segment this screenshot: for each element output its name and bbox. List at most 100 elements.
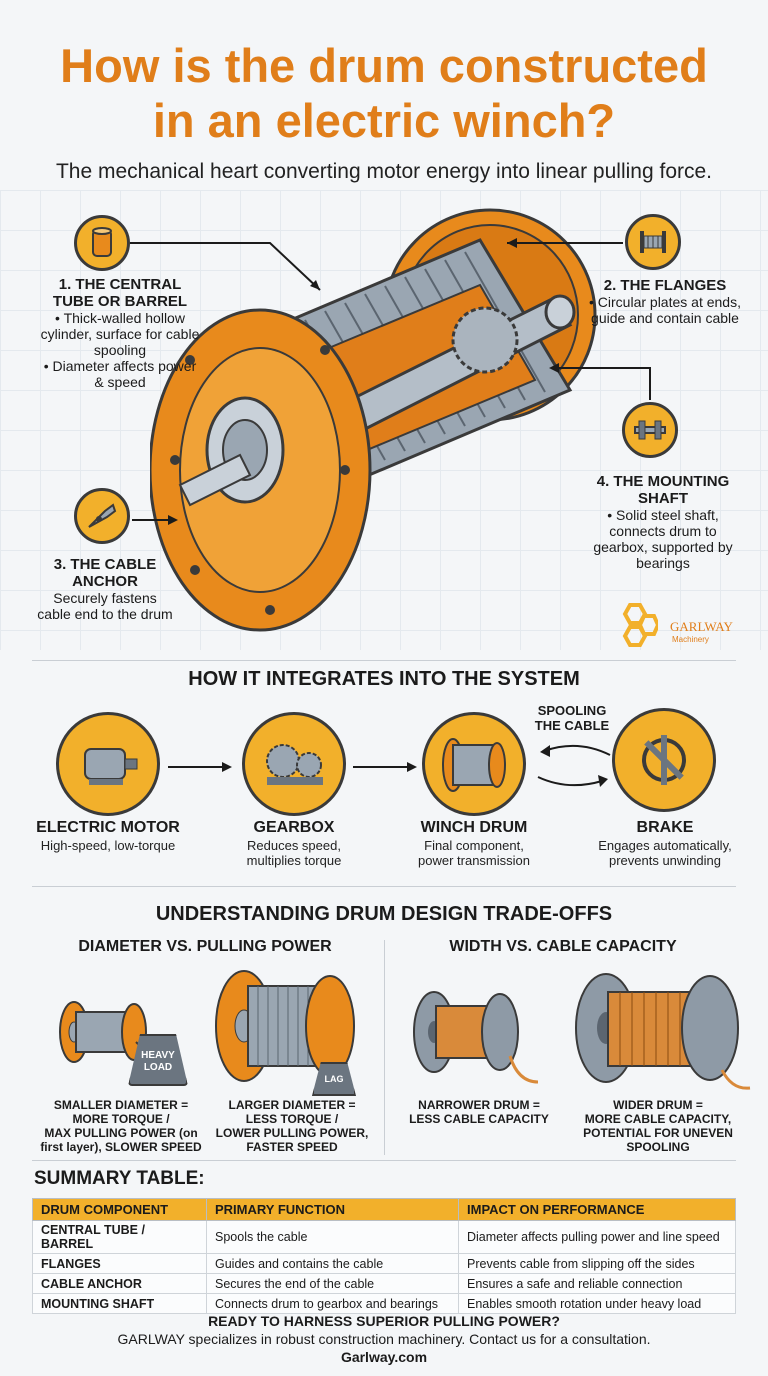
shaft-icon	[622, 402, 678, 458]
caption-narrower-drum: NARROWER DRUM = LESS CABLE CAPACITY	[404, 1098, 554, 1126]
table-header-row: DRUM COMPONENT PRIMARY FUNCTION IMPACT O…	[32, 1198, 736, 1221]
caption-l2: LESS TORQUE /	[245, 1112, 339, 1126]
drum-cutaway-illustration	[150, 208, 597, 632]
flow-step-title: BRAKE	[636, 819, 694, 836]
callout-tube-heading-l1: 1. THE CENTRAL	[58, 276, 182, 293]
heavy-load-l2: LOAD	[143, 1062, 173, 1073]
brand-tag: Machinery	[672, 635, 709, 644]
spooling-label-l1: SPOOLING	[537, 703, 607, 718]
table-cell: Guides and contains the cable	[206, 1253, 459, 1274]
table-cell: Prevents cable from slipping off the sid…	[458, 1253, 736, 1274]
caption-l2: MORE TORQUE /	[72, 1112, 170, 1126]
table-row: MOUNTING SHAFT Connects drum to gearbox …	[32, 1293, 736, 1314]
caption-l3: LOWER PULLING POWER,	[215, 1126, 369, 1140]
table-row: CENTRAL TUBE / BARREL Spools the cable D…	[32, 1220, 736, 1254]
caption-l1: NARROWER DRUM =	[418, 1098, 540, 1112]
bidirectional-arrow	[537, 744, 611, 787]
table-row: CABLE ANCHOR Secures the end of the cabl…	[32, 1273, 736, 1294]
caption-l2: MORE CABLE CAPACITY,	[584, 1112, 732, 1126]
table-row: FLANGES Guides and contains the cable Pr…	[32, 1253, 736, 1274]
heavy-load-l1: HEAVY	[141, 1050, 175, 1061]
footer-url[interactable]: Garlway.com	[340, 1349, 428, 1365]
flow-step-brake: BRAKE Engages automatically, prevents un…	[580, 818, 750, 868]
section-divider	[32, 886, 736, 887]
callout-anchor-text: Securely fastens cable end to the drum	[37, 590, 173, 622]
callout-anchor-heading-l1: 3. THE CABLE	[53, 556, 157, 573]
caption-l4: SPOOLING	[626, 1140, 690, 1154]
flow-step-drum: WINCH DRUM Final component, power transm…	[389, 818, 559, 868]
anchor-leader-line	[132, 515, 178, 525]
right-subheading: WIDTH VS. CABLE CAPACITY	[449, 938, 677, 955]
table-cell: Enables smooth rotation under heavy load	[458, 1293, 736, 1314]
title-line-2: in an electric winch?	[152, 94, 616, 147]
shaft-leader-line	[549, 363, 651, 400]
wide-drum	[575, 973, 751, 1090]
integration-heading: HOW IT INTEGRATES INTO THE SYSTEM	[188, 668, 580, 690]
callout-anchor-heading-l2: ANCHOR	[72, 573, 138, 590]
spool-icon	[625, 214, 681, 270]
callout-shaft-item: Solid steel shaft, connects drum to gear…	[588, 507, 738, 571]
column-header: IMPACT ON PERFORMANCE	[458, 1198, 736, 1221]
page-subtitle: The mechanical heart converting motor en…	[55, 160, 712, 183]
callout-flanges-heading: 2. THE FLANGES	[603, 277, 727, 294]
column-header: PRIMARY FUNCTION	[206, 1198, 459, 1221]
section-divider	[32, 660, 736, 661]
callout-tube-item: Diameter affects power & speed	[40, 358, 200, 390]
caption-l3: POTENTIAL FOR UNEVEN	[583, 1126, 733, 1140]
table-cell: Diameter affects pulling power and line …	[458, 1220, 736, 1254]
caption-l1: LARGER DIAMETER =	[228, 1098, 356, 1112]
caption-wider-drum: WIDER DRUM = MORE CABLE CAPACITY, POTENT…	[568, 1098, 748, 1154]
footer-cta: READY TO HARNESS SUPERIOR PULLING POWER?	[208, 1313, 560, 1329]
caption-larger-diameter: LARGER DIAMETER = LESS TORQUE / LOWER PU…	[212, 1098, 372, 1154]
narrow-drum	[413, 991, 539, 1084]
drum-icon	[422, 712, 526, 816]
vertical-divider	[384, 940, 385, 1155]
table-cell: Spools the cable	[206, 1220, 459, 1254]
anchor-clamp-icon	[74, 488, 130, 544]
brand-name: GARLWAY	[670, 619, 733, 634]
callout-tube-heading-l2: TUBE OR BARREL	[52, 293, 188, 310]
summary-table: DRUM COMPONENT PRIMARY FUNCTION IMPACT O…	[32, 1198, 736, 1314]
caption-l1: SMALLER DIAMETER =	[53, 1098, 189, 1112]
tube-leader-line	[130, 242, 321, 291]
table-cell: CABLE ANCHOR	[32, 1273, 207, 1294]
tradeoffs-heading: UNDERSTANDING DRUM DESIGN TRADE-OFFS	[155, 903, 613, 925]
gearbox-icon	[242, 712, 346, 816]
flow-arrow	[168, 762, 232, 772]
caption-l3: MAX PULLING POWER (on	[44, 1126, 198, 1140]
footer-text: GARLWAY specializes in robust constructi…	[117, 1331, 651, 1347]
caption-l2: LESS CABLE CAPACITY	[409, 1112, 549, 1126]
callout-tube-item: Thick-walled hollow cylinder, surface fo…	[40, 310, 200, 358]
callout-flanges: 2. THE FLANGES Circular plates at ends, …	[585, 277, 745, 326]
column-header: DRUM COMPONENT	[32, 1198, 207, 1221]
flow-step-gearbox: GEARBOX Reduces speed, multiplies torque	[209, 818, 379, 868]
section-divider	[32, 1160, 736, 1161]
flow-step-desc: Reduces speed, multiplies torque	[246, 838, 342, 868]
table-cell: CENTRAL TUBE / BARREL	[32, 1220, 207, 1254]
flow-step-title: GEARBOX	[253, 819, 335, 836]
flow-step-title: ELECTRIC MOTOR	[36, 819, 180, 836]
table-cell: Connects drum to gearbox and bearings	[206, 1293, 459, 1314]
flow-step-desc: High-speed, low-torque	[40, 838, 176, 853]
brake-icon	[612, 708, 716, 812]
tube-icon	[74, 215, 130, 271]
garlway-logo: GARLWAY Machinery	[618, 603, 738, 649]
large-diameter-drum	[215, 970, 355, 1082]
page-title: How is the drum constructed in an electr…	[0, 38, 768, 148]
flow-step-desc: Engages automatically, prevents unwindin…	[598, 838, 732, 868]
left-subheading: DIAMETER VS. PULLING POWER	[78, 938, 332, 955]
title-line-1: How is the drum constructed	[60, 39, 708, 92]
flow-step-desc: Final component, power transmission	[418, 838, 530, 868]
hexagon-logo-icon	[622, 603, 661, 647]
table-cell: MOUNTING SHAFT	[32, 1293, 207, 1314]
callout-shaft-heading-l2: SHAFT	[638, 490, 688, 507]
table-cell: Ensures a safe and reliable connection	[458, 1273, 736, 1294]
spooling-label: SPOOLING THE CABLE	[520, 703, 624, 733]
callout-shaft-heading-l1: 4. THE MOUNTING	[596, 473, 730, 490]
